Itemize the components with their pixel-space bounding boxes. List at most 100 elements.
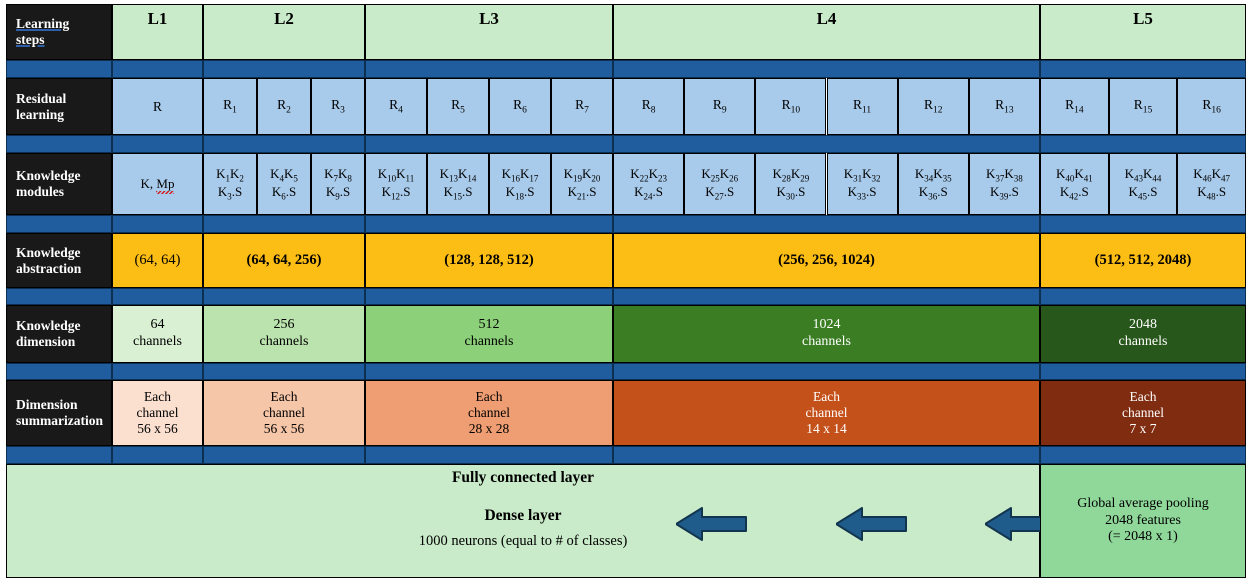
residual-block-r3[interactable]: R3: [311, 78, 365, 135]
learning-step-label: L4: [816, 9, 837, 28]
abstraction-l2[interactable]: (64, 64, 256): [203, 233, 365, 288]
separator-band-4: [112, 288, 203, 305]
learning-step-l1[interactable]: L1: [112, 4, 203, 60]
abstraction-value: (512, 512, 2048): [1094, 251, 1192, 268]
learning-step-l5[interactable]: L5: [1040, 4, 1246, 60]
knowledge-module-line-2: K27.S: [705, 184, 735, 202]
residual-block-r6[interactable]: R6: [489, 78, 551, 135]
abstraction-value: (256, 256, 1024): [778, 251, 875, 268]
global-average-pooling-cell[interactable]: Global average pooling 2048 features (= …: [1040, 464, 1246, 578]
abstraction-value: (64, 64, 256): [246, 251, 322, 268]
dimension-l1[interactable]: 64 channels: [112, 305, 203, 363]
residual-block-r7[interactable]: R7: [551, 78, 613, 135]
row-label-knowledge-modules: Knowledge modules: [6, 153, 112, 215]
residual-label: R13: [995, 96, 1014, 116]
residual-block-r5[interactable]: R5: [427, 78, 489, 135]
summarization-l2[interactable]: Each channel 56 x 56: [203, 380, 365, 446]
summarization-line-2: channel: [468, 405, 510, 421]
residual-label: R4: [389, 96, 403, 116]
knowledge-module-line-1: K13K14: [439, 165, 477, 184]
abstraction-l4[interactable]: (256, 256, 1024): [613, 233, 1040, 288]
row-label-line-2: steps: [16, 32, 45, 47]
row-label-line-1: Knowledge: [16, 168, 81, 184]
gap-line-3: (= 2048 x 1): [1108, 529, 1178, 545]
summarization-line-3: 56 x 56: [137, 420, 178, 436]
residual-block-r8[interactable]: R8: [613, 78, 685, 135]
knowledge-module-line-2: K9.S: [325, 184, 351, 202]
knowledge-module-line-1: K34K35: [914, 165, 952, 184]
dimension-unit: channels: [133, 334, 182, 349]
separator-band-5: [112, 363, 203, 380]
separator-band-5: [613, 363, 1040, 380]
dimension-count: 512: [478, 317, 500, 333]
summarization-line-2: channel: [263, 405, 305, 421]
row-label-learning-steps: Learning steps: [6, 4, 112, 60]
residual-block-r10[interactable]: R10: [755, 78, 827, 135]
residual-block-r14[interactable]: R14: [1040, 78, 1109, 135]
flow-arrow-left-2: [836, 507, 907, 541]
residual-label: R14: [1065, 96, 1084, 116]
row-label-line-1: Learning: [16, 16, 70, 32]
abstraction-l5[interactable]: (512, 512, 2048): [1040, 233, 1246, 288]
row-label-line-2: abstraction: [16, 260, 82, 276]
residual-label: R16: [1202, 96, 1221, 116]
residual-block-r1[interactable]: R1: [203, 78, 257, 135]
residual-label: R: [152, 98, 162, 114]
summarization-l1[interactable]: Each channel 56 x 56: [112, 380, 203, 446]
separator-band-1: [365, 60, 613, 78]
residual-block-r9[interactable]: R9: [684, 78, 756, 135]
separator-band-6: [1040, 446, 1246, 464]
knowledge-module-line-2: K24.S: [634, 184, 664, 202]
knowledge-module-line-2: K33.S: [847, 184, 877, 202]
residual-block-r4[interactable]: R4: [365, 78, 427, 135]
abstraction-l3[interactable]: (128, 128, 512): [365, 233, 613, 288]
separator-band-1: [112, 60, 203, 78]
summarization-l3[interactable]: Each channel 28 x 28: [365, 380, 613, 446]
dimension-l4[interactable]: 1024 channels: [613, 305, 1040, 363]
learning-step-l3[interactable]: L3: [365, 4, 613, 60]
dimension-l5[interactable]: 2048 channels: [1040, 305, 1246, 363]
residual-block-r12[interactable]: R12: [897, 78, 969, 135]
residual-block-r11[interactable]: R11: [826, 78, 898, 135]
residual-block-r[interactable]: R: [112, 78, 203, 135]
residual-block-r15[interactable]: R15: [1108, 78, 1178, 135]
learning-step-l4[interactable]: L4: [613, 4, 1040, 60]
summarization-line-2: channel: [136, 405, 179, 421]
residual-label: R6: [513, 96, 527, 116]
separator-band-6: [365, 446, 613, 464]
knowledge-module-line-1: K19K20: [563, 165, 601, 184]
summarization-l4[interactable]: Each channel 14 x 14: [613, 380, 1040, 446]
dimension-l3[interactable]: 512 channels: [365, 305, 613, 363]
residual-block-r16[interactable]: R16: [1177, 78, 1246, 135]
separator-band-6: [6, 446, 112, 464]
separator-band-1: [613, 60, 1040, 78]
separator-band-5: [6, 363, 112, 380]
separator-band-3: [1040, 215, 1246, 233]
learning-step-l2[interactable]: L2: [203, 4, 365, 60]
separator-band-1: [203, 60, 365, 78]
abstraction-l1[interactable]: (64, 64): [112, 233, 203, 288]
knowledge-module-line-1: K43K44: [1124, 165, 1162, 184]
residual-block-r2[interactable]: R2: [257, 78, 311, 135]
knowledge-module-cell-1[interactable]: K, Mp: [112, 153, 203, 215]
separator-band-4: [6, 288, 112, 305]
dimension-l2[interactable]: 256 channels: [203, 305, 365, 363]
residual-block-r13[interactable]: R13: [968, 78, 1040, 135]
summarization-l5[interactable]: Each channel 7 x 7: [1040, 380, 1246, 446]
